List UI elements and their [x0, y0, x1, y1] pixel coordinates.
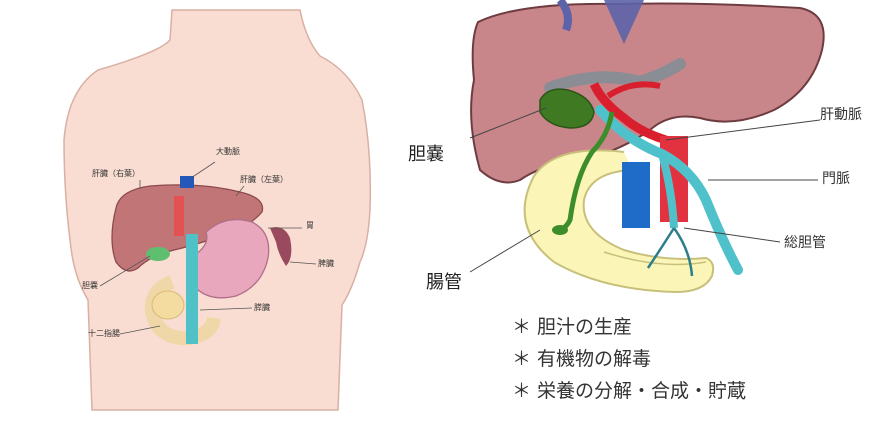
vena-cava-left [186, 234, 198, 344]
label-spleen: 脾臓 [318, 260, 334, 268]
label-gallbladder-left: 胆嚢 [82, 282, 98, 290]
function-note-3: ＊ 栄養の分解・合成・貯蔵 [512, 382, 746, 401]
label-stomach: 胃 [306, 222, 314, 230]
liver-right [471, 4, 824, 183]
label-duodenum-left: 十二指腸 [88, 330, 120, 338]
label-bile-duct: 総胆管 [784, 236, 826, 250]
function-note-2: ＊ 有機物の解毒 [512, 350, 651, 369]
label-gallbladder-right: 胆嚢 [408, 146, 444, 164]
label-aorta: 大動脈 [216, 148, 240, 156]
label-portal-vein: 門脈 [822, 172, 850, 186]
portal-vein-right [622, 162, 650, 228]
function-note-1: ＊ 胆汁の生産 [512, 318, 632, 337]
label-liver-left-lobe: 肝臓（左葉） [240, 176, 288, 184]
label-duodenum-right: 腸管 [426, 274, 462, 292]
label-hepatic-artery: 肝動脈 [820, 108, 862, 122]
label-liver-right-lobe: 肝臓（右葉） [92, 170, 140, 178]
label-pancreas: 膵臓 [254, 304, 270, 312]
pancreas-left [152, 291, 184, 319]
gallbladder-left [146, 247, 170, 261]
